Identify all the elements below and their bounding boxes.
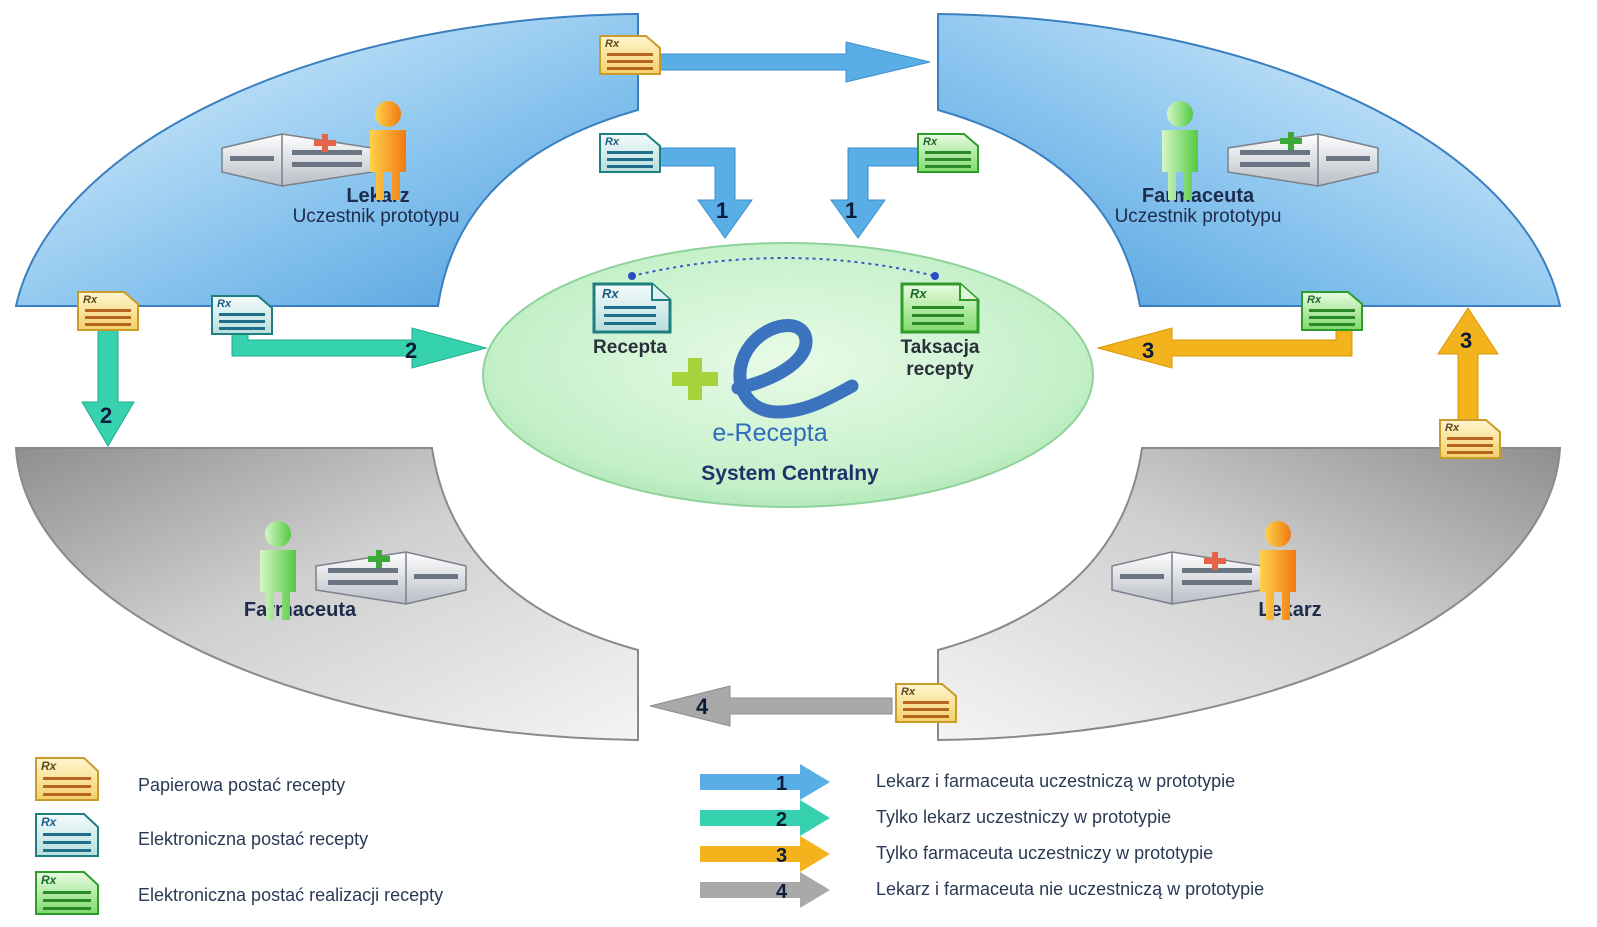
legend-electronic-icon: Rx bbox=[35, 813, 99, 857]
electronic-prescription-icon: Rx bbox=[599, 133, 661, 173]
rx-mark: Rx bbox=[1307, 294, 1322, 306]
legend-item-paper: Papierowa postać recepty bbox=[138, 775, 345, 796]
arrow-4 bbox=[649, 685, 893, 727]
rx-mark: Rx bbox=[901, 686, 916, 698]
legend-paper-icon: Rx bbox=[35, 757, 99, 801]
doctor-person-icon bbox=[370, 101, 406, 200]
legend-arrow-4-label: Lekarz i farmaceuta nie uczestniczą w pr… bbox=[876, 879, 1265, 899]
legend-item-arrow-4: Lekarz i farmaceuta nie uczestniczą w pr… bbox=[876, 879, 1264, 900]
paper-prescription-icon: Rx bbox=[599, 35, 661, 75]
top-left-subtitle: Uczestnik prototypu bbox=[293, 206, 460, 227]
rx-mark: Rx bbox=[41, 873, 58, 887]
arrow-3-horizontal-number: 3 bbox=[1142, 338, 1154, 363]
realization-prescription-icon: Rx bbox=[917, 133, 979, 173]
doctor-person-icon-bottom bbox=[1260, 521, 1296, 620]
arrow-1-right bbox=[830, 147, 926, 239]
pharmacy-building-icon-bottom bbox=[315, 550, 467, 605]
e-recepta-logo-text: e-Recepta bbox=[712, 419, 827, 447]
paper-prescription-icon: Rx bbox=[1439, 419, 1501, 459]
pharmacist-person-icon bbox=[1162, 101, 1198, 200]
hospital-building-icon-bottom bbox=[1111, 551, 1263, 605]
arrow-1-right-number: 1 bbox=[845, 198, 857, 223]
legend-item-realization: Elektroniczna postać realizacji recepty bbox=[138, 885, 443, 906]
rx-mark: Rx bbox=[217, 298, 232, 310]
hospital-building-icon bbox=[221, 133, 373, 187]
arrow-2-horizontal-number: 2 bbox=[405, 338, 417, 363]
legend-arrow-4-number: 4 bbox=[776, 881, 788, 903]
paper-prescription-icon: Rx bbox=[895, 683, 957, 723]
electronic-prescription-icon: Rx bbox=[211, 295, 273, 335]
rx-mark: Rx bbox=[605, 136, 620, 148]
legend-arrow-1: 1 bbox=[700, 764, 830, 800]
legend-item-arrow-1: Lekarz i farmaceuta uczestniczą w protot… bbox=[876, 771, 1235, 792]
legend-realization-label: Elektroniczna postać realizacji recepty bbox=[138, 885, 444, 905]
arrow-2-vertical-number: 2 bbox=[100, 403, 112, 428]
rx-mark: Rx bbox=[602, 286, 619, 301]
arrow-3-vertical-number: 3 bbox=[1460, 328, 1472, 353]
rx-mark: Rx bbox=[605, 38, 620, 50]
connector-dot-right bbox=[931, 272, 939, 280]
connector-dot-left bbox=[628, 272, 636, 280]
rx-mark: Rx bbox=[1445, 422, 1460, 434]
quadrant-bottom-left-panel bbox=[14, 447, 639, 742]
plus-icon bbox=[672, 358, 718, 400]
bottom-left-title: Farmaceuta bbox=[244, 599, 357, 621]
paper-prescription-icon: Rx bbox=[77, 291, 139, 331]
legend-arrow-2-label: Tylko lekarz uczestniczy w prototypie bbox=[876, 807, 1172, 827]
arrow-3-vertical bbox=[1437, 307, 1499, 421]
arrow-1-top bbox=[651, 41, 931, 83]
e-recepta-logo: e-Recepta bbox=[672, 319, 859, 447]
legend-arrow-1-label: Lekarz i farmaceuta uczestniczą w protot… bbox=[876, 771, 1236, 791]
legend-arrow-2-number: 2 bbox=[776, 809, 787, 831]
pharmacist-person-icon-bottom bbox=[260, 521, 296, 620]
arrow-2-vertical bbox=[81, 325, 135, 447]
realization-prescription-icon: Rx bbox=[1301, 291, 1363, 331]
legend-arrow-4: 4 bbox=[700, 872, 830, 908]
system-centralny-label: System Centralny bbox=[701, 462, 879, 485]
pharmacy-building-icon bbox=[1227, 132, 1379, 187]
legend-arrow-2: 2 bbox=[700, 800, 830, 836]
legend-item-arrow-3: Tylko farmaceuta uczestniczy w prototypi… bbox=[876, 843, 1213, 864]
taksacja-label-line1: Taksacja bbox=[901, 337, 980, 358]
taksacja-document-icon: Rx bbox=[900, 282, 980, 334]
legend-arrow-3-number: 3 bbox=[776, 845, 787, 867]
rx-mark: Rx bbox=[41, 815, 58, 829]
legend-realization-icon: Rx bbox=[35, 871, 99, 915]
recepta-document-icon: Rx bbox=[592, 282, 672, 334]
rx-mark: Rx bbox=[41, 759, 58, 773]
e-icon bbox=[731, 319, 859, 419]
legend-arrow-3: 3 bbox=[700, 836, 830, 872]
legend-paper-label: Papierowa postać recepty bbox=[138, 775, 346, 795]
arrow-1-left bbox=[657, 147, 753, 239]
taksacja-label-line2: recepty bbox=[906, 359, 974, 380]
legend-item-electronic: Elektroniczna postać recepty bbox=[138, 829, 368, 850]
arrow-4-number: 4 bbox=[696, 694, 709, 719]
rx-mark: Rx bbox=[83, 294, 98, 306]
recepta-label: Recepta bbox=[593, 337, 667, 358]
top-right-subtitle: Uczestnik prototypu bbox=[1115, 206, 1282, 227]
legend-electronic-label: Elektroniczna postać recepty bbox=[138, 829, 369, 849]
arrow-1-left-number: 1 bbox=[716, 198, 728, 223]
legend-item-arrow-2: Tylko lekarz uczestniczy w prototypie bbox=[876, 807, 1171, 828]
rx-mark: Rx bbox=[910, 286, 927, 301]
legend-arrow-1-number: 1 bbox=[776, 773, 787, 795]
quadrant-bottom-right-panel bbox=[937, 447, 1562, 742]
legend-arrow-3-label: Tylko farmaceuta uczestniczy w prototypi… bbox=[876, 843, 1214, 863]
rx-mark: Rx bbox=[923, 136, 938, 148]
top-right-title: Farmaceuta bbox=[1142, 185, 1255, 207]
connector-dotted-line bbox=[631, 257, 936, 277]
